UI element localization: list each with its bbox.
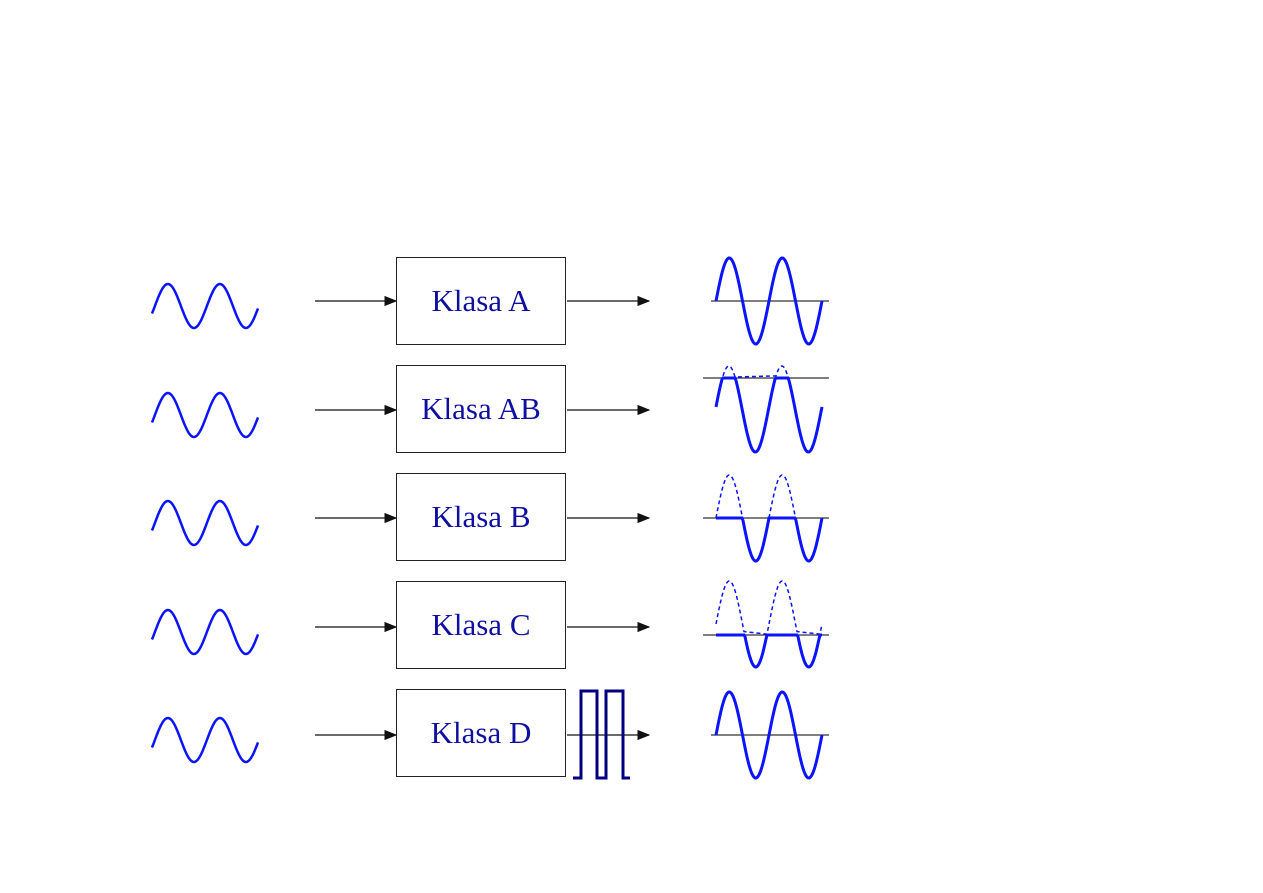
box-class-c: Klasa C bbox=[396, 581, 566, 669]
output-sine-wave bbox=[714, 256, 824, 346]
box-class-ab: Klasa AB bbox=[396, 365, 566, 453]
output-half-wave bbox=[716, 516, 824, 563]
pwm-square-wave bbox=[573, 689, 630, 780]
box-label: Klasa B bbox=[431, 499, 531, 534]
box-label: Klasa D bbox=[430, 715, 532, 750]
input-sine-wave bbox=[150, 608, 260, 656]
output-sine-wave-clipped bbox=[714, 376, 824, 454]
input-sine-wave bbox=[150, 391, 260, 439]
box-label: Klasa AB bbox=[421, 391, 541, 426]
output-sine-wave bbox=[714, 690, 824, 780]
box-class-a: Klasa A bbox=[396, 257, 566, 345]
input-sine-wave bbox=[150, 282, 260, 330]
box-label: Klasa A bbox=[431, 283, 531, 318]
input-sine-wave bbox=[150, 716, 260, 764]
input-sine-wave bbox=[150, 499, 260, 547]
cut-portion-dashed bbox=[715, 580, 823, 635]
output-partial-wave bbox=[716, 633, 822, 669]
clipped-peak-dashed bbox=[722, 365, 789, 378]
box-class-b: Klasa B bbox=[396, 473, 566, 561]
box-label: Klasa C bbox=[431, 607, 531, 642]
cut-half-dashed bbox=[715, 474, 743, 519]
box-class-d: Klasa D bbox=[396, 689, 566, 777]
cut-half-dashed bbox=[768, 474, 796, 519]
